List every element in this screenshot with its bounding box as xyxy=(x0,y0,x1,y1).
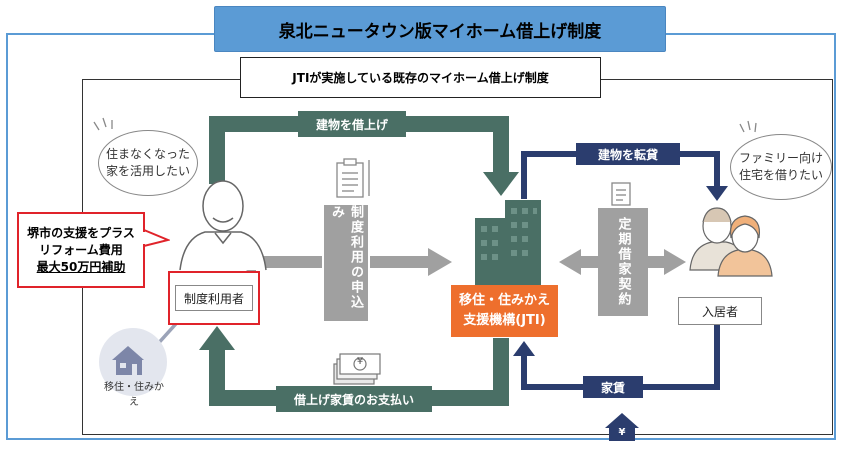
rent-label: 家賃 xyxy=(583,376,643,398)
owner-bubble-line1: 住まなくなった xyxy=(105,147,190,161)
application-box: 制度利用の申込み xyxy=(324,205,368,321)
owner-speech-bubble: 住まなくなった 家を活用したい xyxy=(98,130,198,196)
tenant-bubble-line1: ファミリー向け xyxy=(738,151,823,165)
lease-in-label: 建物を借上げ xyxy=(298,111,406,137)
callout-pointer xyxy=(140,228,170,248)
yen-symbol-house: ¥ xyxy=(618,427,626,438)
diagram-subtitle: JTIが実施している既存のマイホーム借上げ制度 xyxy=(240,57,601,98)
support-callout: 堺市の支援をプラス リフォーム費用 最大50万円補助 xyxy=(17,212,145,288)
owner-role-highlight: 制度利用者 xyxy=(168,271,260,325)
tenant-label: 入居者 xyxy=(678,297,762,325)
callout-line2: リフォーム費用 xyxy=(39,242,123,257)
rent-payment-label: 借上げ家賃のお支払い xyxy=(276,386,432,412)
sublease-label: 建物を転貸 xyxy=(576,143,680,165)
jti-line2: 支援機構(JTI) xyxy=(463,313,546,328)
building-icon xyxy=(475,200,541,286)
tenant-bubble-line2: 住宅を借りたい xyxy=(738,168,823,182)
contract-document-icon xyxy=(611,182,631,206)
yen-icon xyxy=(605,413,639,441)
contract-double-arrow xyxy=(559,249,686,275)
page-title: 泉北ニュータウン版マイホーム借上げ制度 xyxy=(214,6,666,52)
family-icon xyxy=(689,207,773,277)
callout-line3: 最大50万円補助 xyxy=(36,259,126,274)
person-icon xyxy=(179,180,267,271)
document-icon xyxy=(336,158,370,198)
callout-line1: 堺市の支援をプラス xyxy=(27,225,135,240)
relocation-label: 移住・住みかえ xyxy=(104,382,164,408)
owner-bubble-line2: 家を活用したい xyxy=(105,164,190,178)
house-icon xyxy=(99,328,167,396)
jti-line1: 移住・住みかえ xyxy=(458,293,550,308)
thought-marks xyxy=(93,117,757,133)
owner-label: 制度利用者 xyxy=(175,285,253,311)
money-icon xyxy=(333,353,381,385)
tenant-speech-bubble: ファミリー向け 住宅を借りたい xyxy=(730,134,832,200)
jti-box: 移住・住みかえ 支援機構(JTI) xyxy=(451,285,558,337)
contract-box: 定期借家契約 xyxy=(598,208,648,316)
yen-symbol-money: ¥ xyxy=(356,356,364,367)
